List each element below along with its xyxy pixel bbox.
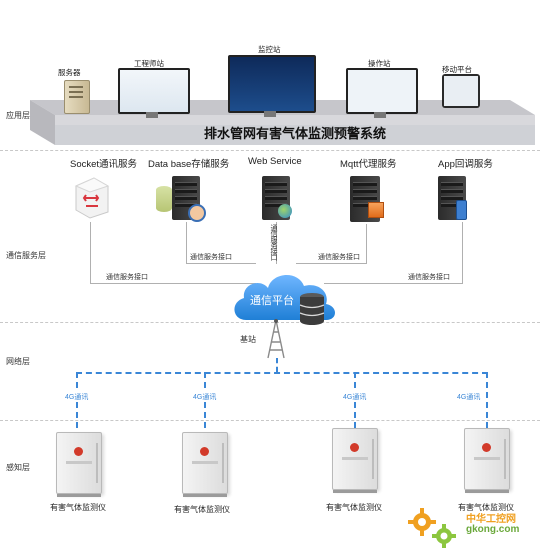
device-label: 有害气体监测仪: [50, 503, 106, 512]
database-icon: [299, 293, 325, 325]
service-node-label: App回调服务: [438, 159, 493, 170]
app-node-label: 工程师站: [134, 59, 164, 68]
device-label: 有害气体监测仪: [458, 503, 514, 512]
system-title: 排水管网有害气体监测预警系统: [203, 127, 386, 142]
operator-station-monitor-icon: [346, 68, 418, 114]
service-node-label: Data base存储服务: [148, 159, 230, 170]
database-cylinder-icon: [156, 186, 172, 212]
gas-monitor-device-icon: [332, 428, 378, 493]
firewall-icon: [368, 202, 384, 218]
device-label: 有害气体监测仪: [174, 505, 230, 514]
service-node-label: Mqtt代理服务: [340, 159, 397, 170]
tablet-icon: [442, 74, 480, 108]
interface-label: 通信服务接口: [106, 274, 148, 281]
interface-label-vertical: 通信服务接口: [270, 224, 277, 260]
app-node-label: 服务器: [58, 68, 81, 77]
app-node-label: 移动平台: [442, 65, 472, 74]
platform-label: 通信平台: [250, 295, 294, 307]
link-label: 4G通讯: [192, 392, 218, 402]
gas-monitor-device-icon: [464, 428, 510, 493]
base-station-label: 基站: [240, 335, 256, 344]
base-station-tower-icon: [267, 319, 285, 359]
engineer-station-monitor-icon: [118, 68, 190, 114]
watermark-cn: 中华工控网: [466, 514, 516, 525]
link-label: 4G通讯: [456, 392, 482, 402]
gas-monitor-device-icon: [56, 432, 102, 497]
layer-label-sensing: 感知层: [6, 463, 30, 472]
user-icon: [188, 204, 206, 222]
monitoring-station-monitor-icon: [228, 55, 316, 113]
socket-service-icon: [74, 177, 110, 219]
app-node-label: 操作站: [368, 59, 391, 68]
interface-label: 通信服务接口: [408, 274, 450, 281]
device-label: 有害气体监测仪: [326, 503, 382, 512]
link-label: 4G通讯: [64, 392, 90, 402]
web-service-server-icon: [262, 176, 290, 220]
layer-label-network: 网络层: [6, 357, 30, 366]
server-icon: [64, 80, 90, 114]
layer-label-app: 应用层: [6, 111, 30, 120]
service-node-label: Web Service: [248, 156, 302, 167]
globe-icon: [278, 204, 292, 218]
app-node-label: 监控站: [258, 45, 281, 54]
phone-icon: [456, 200, 467, 220]
gear-logo-icon: [408, 508, 456, 548]
interface-label: 通信服务接口: [318, 254, 360, 261]
layer-label-service: 通信服务层: [6, 251, 46, 260]
gas-monitor-device-icon: [182, 432, 228, 497]
service-node-label: Socket通讯服务: [70, 159, 138, 170]
watermark-url: gkong.com: [466, 524, 520, 535]
link-label: 4G通讯: [342, 392, 368, 402]
interface-label: 通信服务接口: [190, 254, 232, 261]
